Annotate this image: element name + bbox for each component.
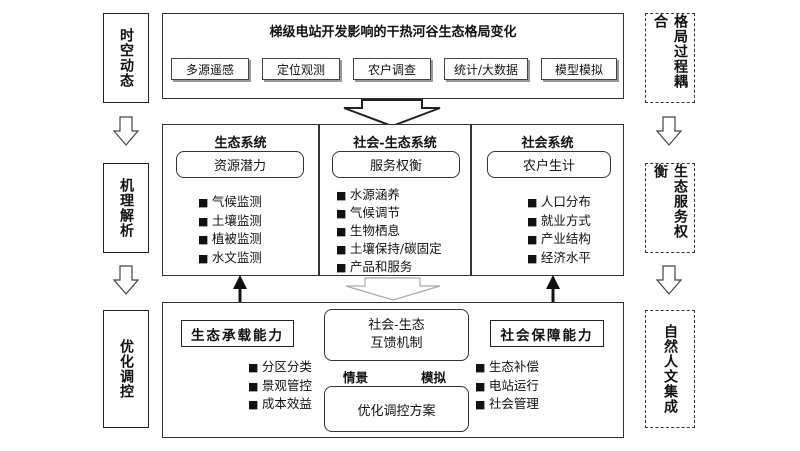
eco-carrying-capacity-box: 生态承载能力 <box>181 320 294 347</box>
socio-eco-system-title: 社会-生态系统 <box>353 136 437 151</box>
left-down-arrow-2 <box>112 265 140 295</box>
tag-remote-sensing: 多源遥感 <box>171 58 249 80</box>
social-security-capacity-box: 社会保障能力 <box>490 320 604 347</box>
tag-model-simulation: 模型模拟 <box>541 58 617 80</box>
eco-item-list: 气候监测 土壤监测 植被监测 水文监测 <box>198 193 262 267</box>
left-label-optimization: 优化调控 <box>103 310 149 428</box>
list-item: 就业方式 <box>527 212 591 231</box>
social-livelihood-box: 农户生计 <box>487 151 611 178</box>
middle-divider-right <box>470 125 472 275</box>
list-item: 产业结构 <box>527 230 591 249</box>
top-panel-title: 梯级电站开发影响的干热河谷生态格局变化 <box>269 25 517 40</box>
middle-divider-left <box>318 125 320 275</box>
right-label-coupling: 格局过程耦合 <box>645 13 695 103</box>
top-panel: 梯级电站开发影响的干热河谷生态格局变化 <box>162 13 624 99</box>
feedback-mechanism-line-2: 互馈机制 <box>370 336 423 351</box>
list-item: 人口分布 <box>527 193 591 212</box>
feedback-mechanism-box: 社会-生态 互馈机制 <box>324 309 469 361</box>
list-item: 气候监测 <box>198 193 262 212</box>
left-label-mechanism: 机理解析 <box>103 163 149 253</box>
right-label-tradeoff: 生态服务权衡 <box>645 163 695 253</box>
list-item: 土壤保持/碳固定 <box>336 240 442 258</box>
list-item: 气候调节 <box>336 204 442 222</box>
list-item: 分区分类 <box>248 358 312 377</box>
tag-field-observation: 定位观测 <box>262 58 340 80</box>
optimization-right-list: 生态补偿 电站运行 社会管理 <box>475 358 539 414</box>
top-to-middle-arrow <box>343 99 441 128</box>
left-label-spatiotemporal: 时空动态 <box>103 13 149 103</box>
list-item: 电站运行 <box>475 377 539 396</box>
middle-to-bottom-arrow <box>345 277 441 301</box>
right-down-arrow-1 <box>655 116 683 146</box>
feedback-mechanism-line-1: 社会-生态 <box>368 318 425 333</box>
list-item: 成本效益 <box>248 395 312 414</box>
optimization-left-list: 分区分类 景观管控 成本效益 <box>248 358 312 414</box>
social-system-title: 社会系统 <box>521 136 574 151</box>
right-down-arrow-2 <box>655 265 683 295</box>
social-item-list: 人口分布 就业方式 产业结构 经济水平 <box>527 193 591 267</box>
right-label-integration: 自然人文集成 <box>645 310 695 428</box>
list-item: 水文监测 <box>198 249 262 268</box>
list-item: 景观管控 <box>248 377 312 396</box>
scenario-label: 情景 <box>343 370 369 385</box>
tag-statistics-bigdata: 统计/大数据 <box>444 58 528 80</box>
list-item: 水源涵养 <box>336 186 442 204</box>
list-item: 社会管理 <box>475 395 539 414</box>
socio-eco-tradeoff-box: 服务权衡 <box>332 151 460 178</box>
list-item: 生物栖息 <box>336 222 442 240</box>
socio-eco-item-list: 水源涵养 气候调节 生物栖息 土壤保持/碳固定 产品和服务 <box>336 186 442 276</box>
list-item: 生态补偿 <box>475 358 539 377</box>
list-item: 土壤监测 <box>198 212 262 231</box>
optimization-plan-box: 优化调控方案 <box>324 386 469 432</box>
tag-household-survey: 农户调查 <box>353 58 431 80</box>
eco-system-title: 生态系统 <box>214 136 267 151</box>
list-item: 经济水平 <box>527 249 591 268</box>
list-item: 产品和服务 <box>336 258 442 276</box>
left-down-arrow-1 <box>112 116 140 146</box>
eco-resource-box: 资源潜力 <box>176 151 304 178</box>
list-item: 植被监测 <box>198 230 262 249</box>
simulation-label: 模拟 <box>421 370 447 385</box>
